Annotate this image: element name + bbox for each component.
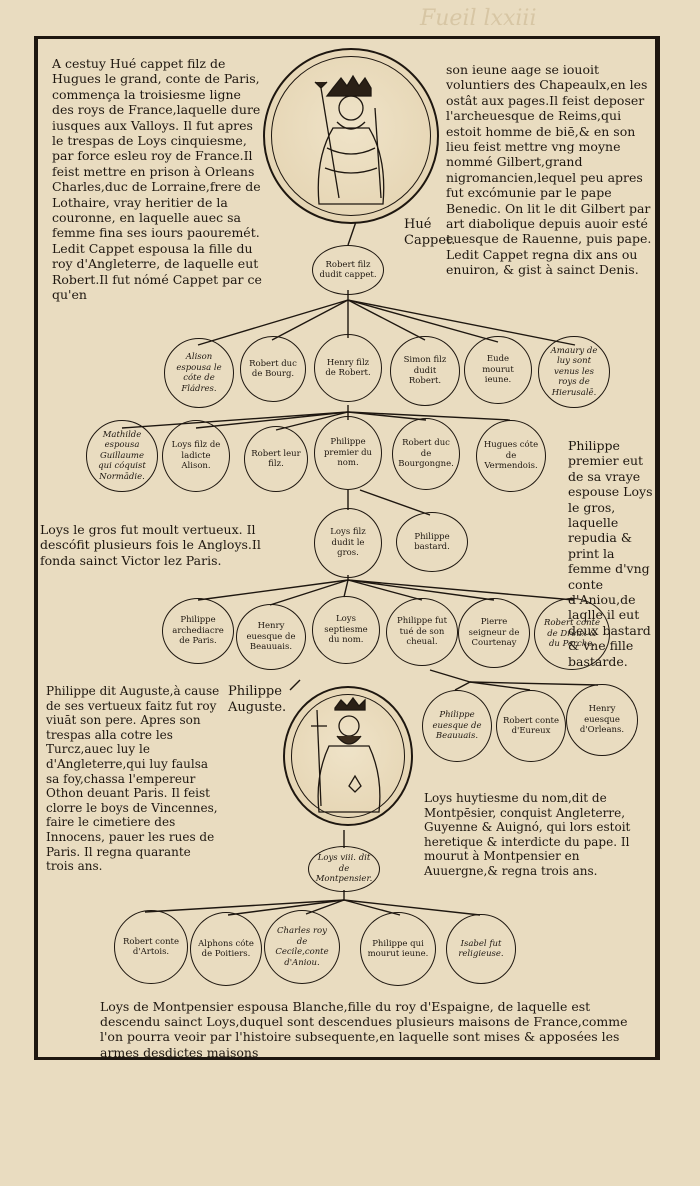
node-loys-septiesme: Loys septiesme du nom. (312, 596, 380, 664)
node-simon: Simon filz dudit Robert. (390, 336, 460, 406)
node-philippe-beauuais: Philippe euesque de Beauuais. (422, 690, 492, 762)
node-philippe-bastard: Philippe bastard. (396, 512, 468, 572)
page-header-bleed: Fueil lxxiii (420, 6, 537, 31)
node-philippe-premier: Philippe premier du nom. (314, 416, 382, 490)
king-sword-figure-icon (311, 696, 381, 813)
node-robert-leur-filz: Robert leur filz. (244, 426, 308, 492)
node-loys-le-gros: Loys filz dudit le gros. (314, 508, 382, 578)
intro-text-left: A cestuy Hué cappet filz de Hugues le gr… (52, 56, 262, 303)
node-robert-filz-cappet: Robert filz dudit cappet. (312, 245, 384, 295)
node-robert-duc-bourg: Robert duc de Bourg. (240, 336, 306, 402)
page-border (34, 36, 660, 1060)
node-robert-artois: Robert conte d'Artois. (114, 910, 188, 984)
loys-le-gros-text: Loys le gros fut moult vertueux. Il desc… (40, 522, 261, 568)
king-figure-icon (314, 74, 385, 205)
node-amaury: Amaury de luy sont venus les roys de Hie… (538, 336, 610, 408)
node-loys-viii: Loys viii. dit de Montpensier. (308, 846, 380, 892)
philippe-auguste-portrait (283, 686, 413, 826)
node-robert-duc-bourgongne: Robert duc de Bourgongne. (392, 418, 460, 490)
hue-cappet-label: Hué Cappet. (404, 217, 456, 248)
node-isabel: Isabel fut religieuse. (446, 914, 516, 984)
intro-text-right: son ieune aage se iouoit voluntiers des … (446, 62, 652, 278)
node-pierre-courtenay: Pierre seigneur de Courtenay (458, 598, 530, 668)
node-alison: Alison espousa le cóte de Fládres. (164, 338, 234, 408)
philippe-auguste-label: Philippe Auguste. (228, 684, 287, 715)
node-philippe-ieune: Philippe qui mourut ieune. (360, 912, 436, 986)
hue-cappet-portrait (263, 48, 439, 224)
node-eude: Eude mourut ieune. (464, 336, 532, 404)
philippe-auguste-text: Philippe dit Auguste,à cause de ses vert… (46, 684, 220, 874)
node-henry-euesque: Henry euesque de Beauuais. (236, 604, 306, 670)
node-philippe-tue: Philippe fut tué de son cheual. (386, 598, 458, 666)
node-loys-filz-alison: Loys filz de ladicte Alison. (162, 420, 230, 492)
node-robert-dreux: Robert conte de Dreux & du Perche. (534, 598, 610, 670)
node-henry-orleans: Henry euesque d'Orleans. (566, 684, 638, 756)
footer-text: Loys de Montpensier espousa Blanche,fill… (100, 998, 628, 1060)
node-robert-eureux: Robert conte d'Eureux (496, 690, 566, 762)
node-charles: Charles roy de Cecile,conte d'Aniou. (264, 910, 340, 984)
node-hugues: Hugues cóte de Vermendois. (476, 420, 546, 492)
node-mathilde: Mathilde espousa Guillaume qui cóquist N… (86, 420, 158, 492)
node-alphons: Alphons cóte de Poitiers. (190, 912, 262, 986)
loys-huytiesme-text: Loys huytiesme du nom,dit de Montpēsier,… (424, 791, 631, 878)
node-philippe-archediacre: Philippe archediacre de Paris. (162, 598, 234, 664)
node-henry-filz-robert: Henry filz de Robert. (314, 334, 382, 402)
